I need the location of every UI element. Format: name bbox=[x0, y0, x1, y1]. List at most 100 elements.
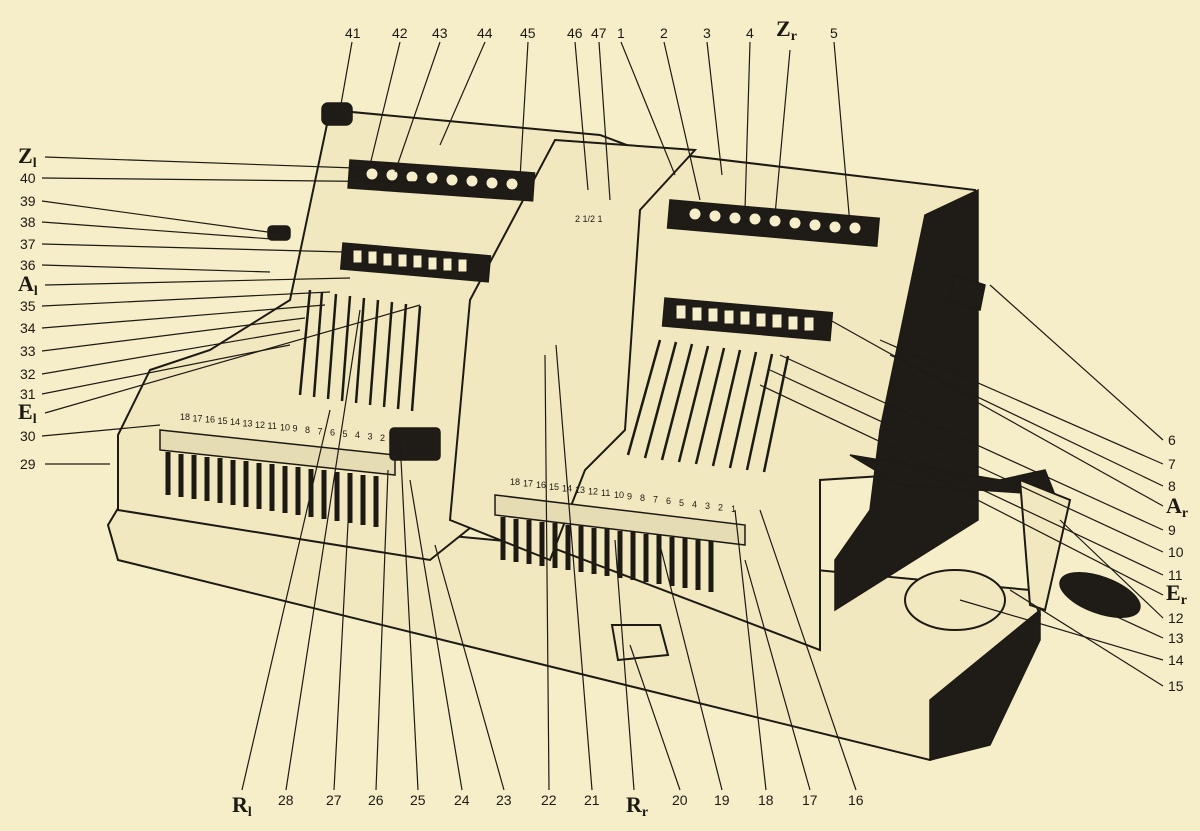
leader-lines bbox=[41, 41, 1164, 791]
center-panel bbox=[448, 138, 698, 562]
callout-7: 7 bbox=[1168, 456, 1176, 472]
crank-arm bbox=[849, 454, 1057, 496]
callout-er: Er bbox=[1166, 580, 1187, 608]
keyboard-number-right-11: 11 bbox=[601, 488, 610, 498]
keyboard-number-right-1: 1 bbox=[731, 504, 736, 514]
callout-10: 10 bbox=[1168, 544, 1184, 560]
keyboard-number-right-2: 2 bbox=[718, 503, 723, 513]
callout-3: 3 bbox=[703, 25, 711, 41]
callout-el: El bbox=[18, 399, 37, 427]
callout-29: 29 bbox=[20, 456, 36, 472]
callout-13: 13 bbox=[1168, 630, 1184, 646]
upper-knob bbox=[947, 274, 986, 311]
callouts-top: 41 42 43 44 45 46 47 1 2 3 4 Zr 5 bbox=[345, 16, 838, 44]
callout-30: 30 bbox=[20, 428, 36, 444]
callout-18: 18 bbox=[758, 792, 774, 808]
setting-levers-right bbox=[626, 339, 790, 473]
callout-44: 44 bbox=[477, 25, 493, 41]
callouts-right: 6 7 8 Ar 9 10 11 Er 12 13 14 15 bbox=[1166, 432, 1188, 694]
callout-zl: Zl bbox=[18, 143, 37, 171]
callout-37: 37 bbox=[20, 236, 36, 252]
keyboard-number-right-5: 5 bbox=[679, 498, 684, 508]
callout-15: 15 bbox=[1168, 678, 1184, 694]
keyboard-number-right-4: 4 bbox=[692, 499, 697, 509]
callout-8: 8 bbox=[1168, 478, 1176, 494]
callout-39: 39 bbox=[20, 193, 36, 209]
keyboard-right-bar bbox=[494, 494, 746, 546]
keyboard-number-right-12: 12 bbox=[588, 487, 598, 497]
callout-14: 14 bbox=[1168, 652, 1184, 668]
keyboard-number-right-8: 8 bbox=[640, 493, 645, 503]
keyboard-number-right-15: 15 bbox=[549, 482, 559, 492]
callout-rl: Rl bbox=[232, 792, 252, 820]
keyboard-number-left-3: 3 bbox=[368, 432, 373, 442]
callout-46: 46 bbox=[567, 25, 583, 41]
callout-42: 42 bbox=[392, 25, 408, 41]
callout-23: 23 bbox=[496, 792, 512, 808]
callout-ar: Ar bbox=[1166, 493, 1188, 521]
keyboard-number-right-7: 7 bbox=[653, 495, 658, 505]
crank-handle bbox=[1059, 572, 1141, 618]
keyboard-number-left-17: 17 bbox=[193, 413, 203, 423]
keyboard-number-right-16: 16 bbox=[536, 480, 546, 490]
callout-40: 40 bbox=[20, 170, 36, 186]
callout-1: 1 bbox=[617, 25, 625, 41]
callout-rr: Rr bbox=[626, 792, 648, 820]
callout-20: 20 bbox=[672, 792, 688, 808]
keyboard-number-right-10: 10 bbox=[614, 490, 624, 500]
keyboard-number-left-4: 4 bbox=[355, 430, 360, 440]
keyboard-number-left-11: 11 bbox=[268, 421, 277, 431]
callout-26: 26 bbox=[368, 792, 384, 808]
crank-lever bbox=[1018, 478, 1072, 612]
keyboard-number-right-17: 17 bbox=[523, 479, 533, 489]
machine-drawing: 2 1/2 1 bbox=[106, 102, 1141, 762]
keys-right bbox=[500, 517, 714, 592]
keyboard-number-left-8: 8 bbox=[305, 425, 310, 435]
keyboard-number-left-15: 15 bbox=[218, 416, 228, 426]
knob-41 bbox=[321, 102, 353, 126]
callout-36: 36 bbox=[20, 257, 36, 273]
keyboard-number-left-16: 16 bbox=[205, 415, 215, 425]
callout-22: 22 bbox=[541, 792, 557, 808]
counter-ar-windows bbox=[675, 304, 815, 332]
callout-4: 4 bbox=[746, 25, 754, 41]
callout-19: 19 bbox=[714, 792, 730, 808]
callout-43: 43 bbox=[432, 25, 448, 41]
keyboard-number-left-7: 7 bbox=[318, 426, 323, 436]
callout-5: 5 bbox=[830, 25, 838, 41]
counter-al-windows bbox=[352, 249, 468, 273]
callout-16: 16 bbox=[848, 792, 864, 808]
keyboard-number-left-5: 5 bbox=[343, 429, 348, 439]
callout-2: 2 bbox=[660, 25, 668, 41]
setting-levers-left bbox=[298, 289, 422, 412]
callout-47: 47 bbox=[591, 25, 607, 41]
keyboard-number-left-9: 9 bbox=[293, 424, 298, 434]
keyboard-number-right-18: 18 bbox=[510, 477, 520, 487]
callout-17: 17 bbox=[802, 792, 818, 808]
keyboard-number-right-3: 3 bbox=[705, 501, 710, 511]
callout-35: 35 bbox=[20, 298, 36, 314]
callout-41: 41 bbox=[345, 25, 361, 41]
keyboard-number-right-13: 13 bbox=[575, 485, 585, 495]
callout-38: 38 bbox=[20, 214, 36, 230]
callout-45: 45 bbox=[520, 25, 536, 41]
keys-left bbox=[165, 452, 379, 527]
side-panel bbox=[834, 188, 979, 612]
callout-27: 27 bbox=[326, 792, 342, 808]
callout-34: 34 bbox=[20, 320, 36, 336]
keyboard-number-left-10: 10 bbox=[280, 422, 290, 432]
callout-24: 24 bbox=[454, 792, 470, 808]
keyboard-number-right-9: 9 bbox=[627, 491, 632, 501]
clear-block bbox=[389, 427, 441, 461]
base-side bbox=[929, 608, 1041, 761]
carriage-slide bbox=[610, 624, 670, 662]
motor-housing bbox=[904, 569, 1006, 631]
keyboard-number-left-1: 1 bbox=[393, 434, 398, 444]
keyboard-number-left-13: 13 bbox=[243, 419, 253, 429]
callout-9: 9 bbox=[1168, 522, 1176, 538]
callout-21: 21 bbox=[584, 792, 600, 808]
callout-al: Al bbox=[18, 271, 38, 299]
